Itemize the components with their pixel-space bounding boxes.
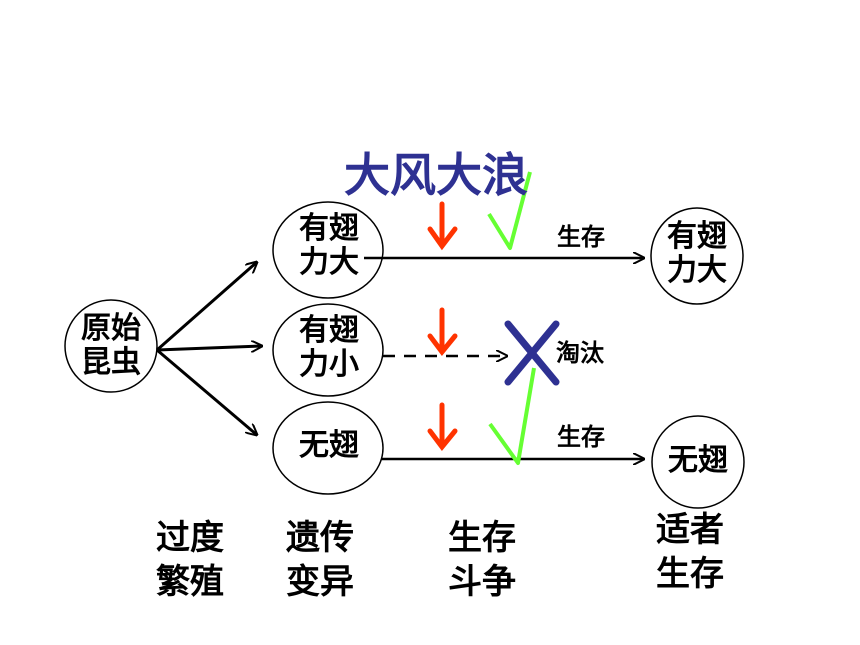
- wind-arrow-icon: [427, 402, 458, 452]
- result-label-large: 有翅 力大: [667, 219, 727, 288]
- stage-label-overproduction: 过度 繁殖: [156, 518, 224, 602]
- cross-icon: [504, 320, 560, 386]
- wind-arrow-icon: [427, 307, 458, 357]
- variant-node-wingless: [272, 401, 384, 495]
- branch-arrow-top: [156, 262, 257, 352]
- edge-label-survive-bottom: 生存: [557, 423, 605, 451]
- origin-label: 原始 昆虫: [81, 311, 141, 380]
- wind-arrow-icon: [427, 201, 458, 251]
- stage-label-variation: 遗传 变异: [286, 518, 354, 602]
- variant-node-small: [272, 303, 384, 397]
- variant-label-large: 有翅 力大: [299, 211, 359, 280]
- edge-label-survive-top: 生存: [557, 223, 605, 251]
- check-icon: [488, 367, 536, 465]
- stage-label-struggle: 生存 斗争: [448, 518, 516, 602]
- stage-label-survival-fittest: 适者 生存: [656, 510, 724, 594]
- result-node-large: [650, 207, 744, 305]
- result-node-wingless: [651, 415, 745, 509]
- variant-label-wingless: 无翅: [299, 428, 359, 463]
- check-icon: [487, 171, 532, 250]
- variant-node-large: [272, 201, 384, 299]
- result-label-wingless: 无翅: [668, 443, 728, 478]
- edge-label-eliminated: 淘汰: [556, 339, 604, 367]
- origin-node: [64, 299, 158, 393]
- branch-arrow-bottom: [156, 348, 257, 435]
- variant-label-small: 有翅 力小: [299, 313, 359, 382]
- diagram-title: 大风大浪: [344, 148, 528, 202]
- branch-arrow-middle: [156, 346, 262, 350]
